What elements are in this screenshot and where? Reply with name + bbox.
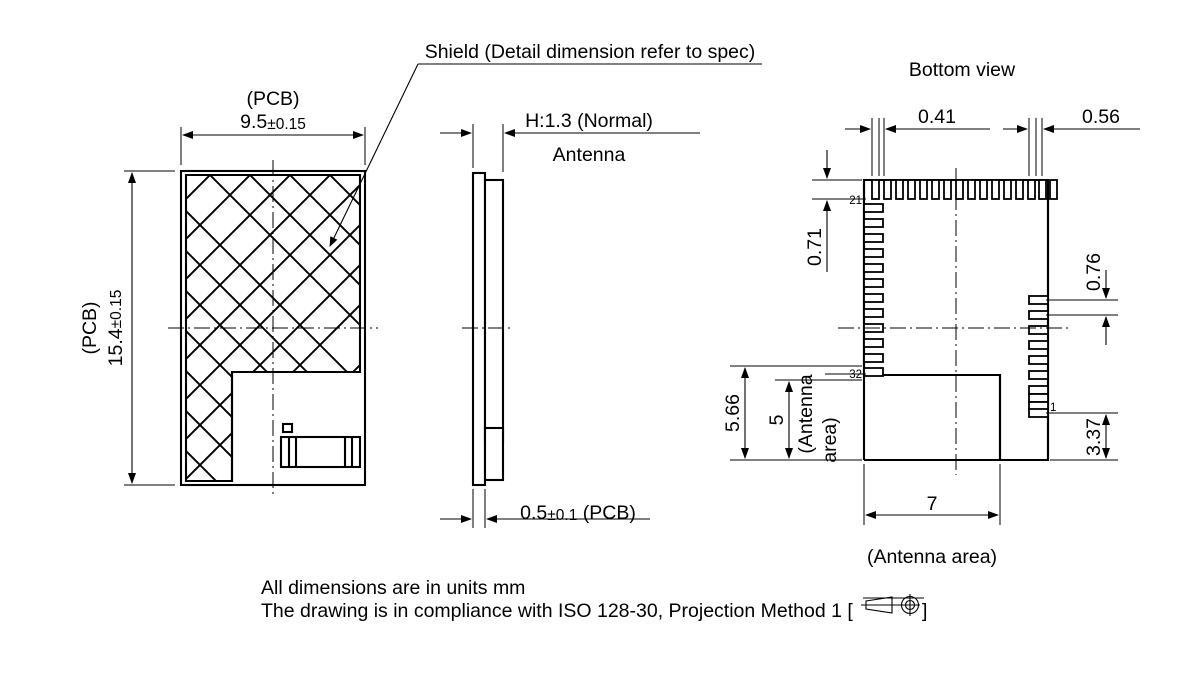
bottom-view-pads-top [871,179,1058,200]
notes-block: All dimensions are in units mm The drawi… [261,577,927,622]
dim-antenna-width-value: 7 [927,493,938,515]
pin-number-32: 32 [825,369,866,381]
dim-bottom-right [1046,412,1118,461]
dim-pad-pitch-top-value: 0.41 [918,106,956,128]
dim-side-height-value: H:1.3 (Normal) [525,110,653,132]
pin-21-label: 21 [849,195,862,207]
dim-pcb-thickness [440,489,650,528]
antenna-feed-pad [281,422,294,434]
note-standard: The drawing is in compliance with ISO 12… [261,600,853,622]
side-view-antenna-step [483,426,505,482]
first-angle-projection-symbol [861,594,924,616]
bottom-view-pads-right [1028,295,1049,418]
dim-antenna-height-inner-value: 5 [766,414,788,425]
side-view-shield [483,178,505,444]
dim-pcb-thickness-value: 0.5±0.1 (PCB) [520,502,636,524]
dim-pad-pitch-top [845,118,990,176]
dim-pad-right-edge-value: 0.76 [1083,253,1105,291]
antenna-area-vertical-line1: (Antenna [795,374,817,453]
dim-pcb-height [124,170,175,486]
dim-side-height [440,124,700,172]
antenna-area-bottom-label: (Antenna area) [867,546,997,568]
dim-pad-offset-right [1003,118,1140,176]
dim-antenna-height-outer-value: 5.66 [722,394,744,432]
note-standard-tail: ] [922,600,927,622]
bottom-view-title: Bottom view [909,59,1016,81]
top-view-pcb-label-left: (PCB) [79,301,101,354]
dim-antenna-width [863,464,1001,525]
antenna-element [279,422,362,469]
dim-bottom-right-value: 3.37 [1083,418,1105,456]
pin-32-label: 32 [849,369,862,381]
pin-number-1: 1 [1046,402,1090,414]
bottom-view: Bottom view [722,59,1140,568]
pin-number-21: 21 [835,195,866,207]
note-units: All dimensions are in units mm [261,577,525,599]
dim-pad-offset-right-value: 0.56 [1082,106,1120,128]
side-view: H:1.3 (Normal) Antenna 0.5±0.1 (PCB) [440,110,700,528]
dim-antenna-height-inner [775,379,862,461]
pin-1-label: 1 [1050,402,1056,414]
top-view: (PCB) 9.5±0.15 (PCB) 15.4±0.15 Shield (D… [79,41,762,497]
dim-pcb-width [180,127,366,165]
dim-pad-top-edge [812,150,862,272]
dim-pad-top-edge-value: 0.71 [804,228,826,266]
side-view-pcb [471,171,487,487]
top-view-pcb-label: (PCB) [246,88,299,110]
bottom-view-pads-left [863,203,884,377]
dim-pad-right-edge [1046,270,1118,345]
antenna-area-vertical-line2: area) [819,417,841,463]
shield-callout-leader [329,63,762,247]
side-view-antenna-label: Antenna [553,144,626,166]
dim-pcb-width-value: 9.5±0.15 [240,111,306,133]
shield-callout-text: Shield (Detail dimension refer to spec) [425,41,756,63]
dim-pcb-height-value: 15.4±0.15 [105,290,127,367]
